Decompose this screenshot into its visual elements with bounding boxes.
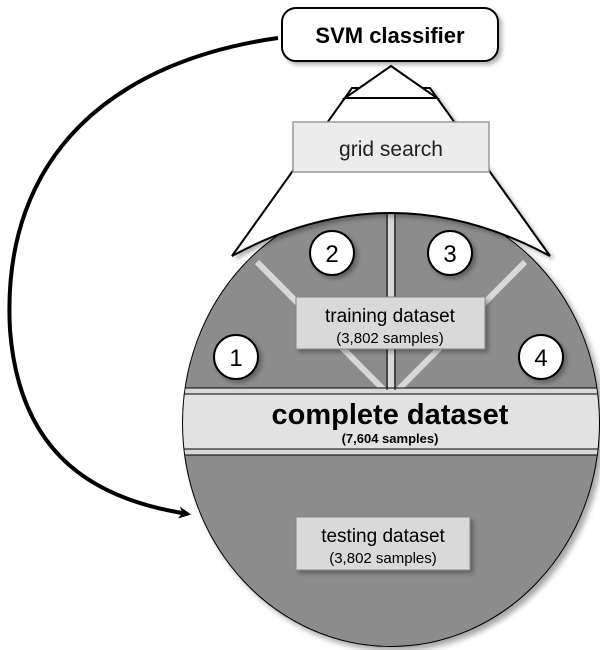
complete-dataset-count: (7,604 samples) [342, 431, 439, 446]
svm-classifier-label: SVM classifier [315, 23, 465, 48]
training-dataset-box: training dataset (3,802 samples) [295, 296, 486, 350]
fold-4-badge [518, 334, 564, 380]
complete-dataset-label: complete dataset [272, 399, 509, 431]
fold-1-number: 1 [229, 345, 242, 372]
fold-4-number: 4 [534, 345, 547, 372]
up-arrowhead [341, 64, 441, 99]
testing-dataset-label: testing dataset [321, 526, 445, 547]
testing-dataset-count: (3,802 samples) [329, 550, 437, 567]
training-dataset-count: (3,802 samples) [336, 330, 444, 347]
fold-2-number: 2 [325, 241, 338, 268]
evaluation-arrow [7, 36, 279, 519]
fold-3-badge [427, 230, 473, 276]
fold-1-badge [213, 334, 259, 380]
grid-search-box: grid search [292, 121, 490, 173]
grid-search-label: grid search [339, 138, 443, 161]
complete-dataset-band [183, 390, 599, 452]
svm-classifier-box [281, 7, 499, 62]
fold-3-number: 3 [443, 241, 456, 268]
fold-2-badge [309, 230, 355, 276]
testing-dataset-box: testing dataset (3,802 samples) [295, 516, 471, 571]
training-dataset-label: training dataset [325, 306, 456, 327]
